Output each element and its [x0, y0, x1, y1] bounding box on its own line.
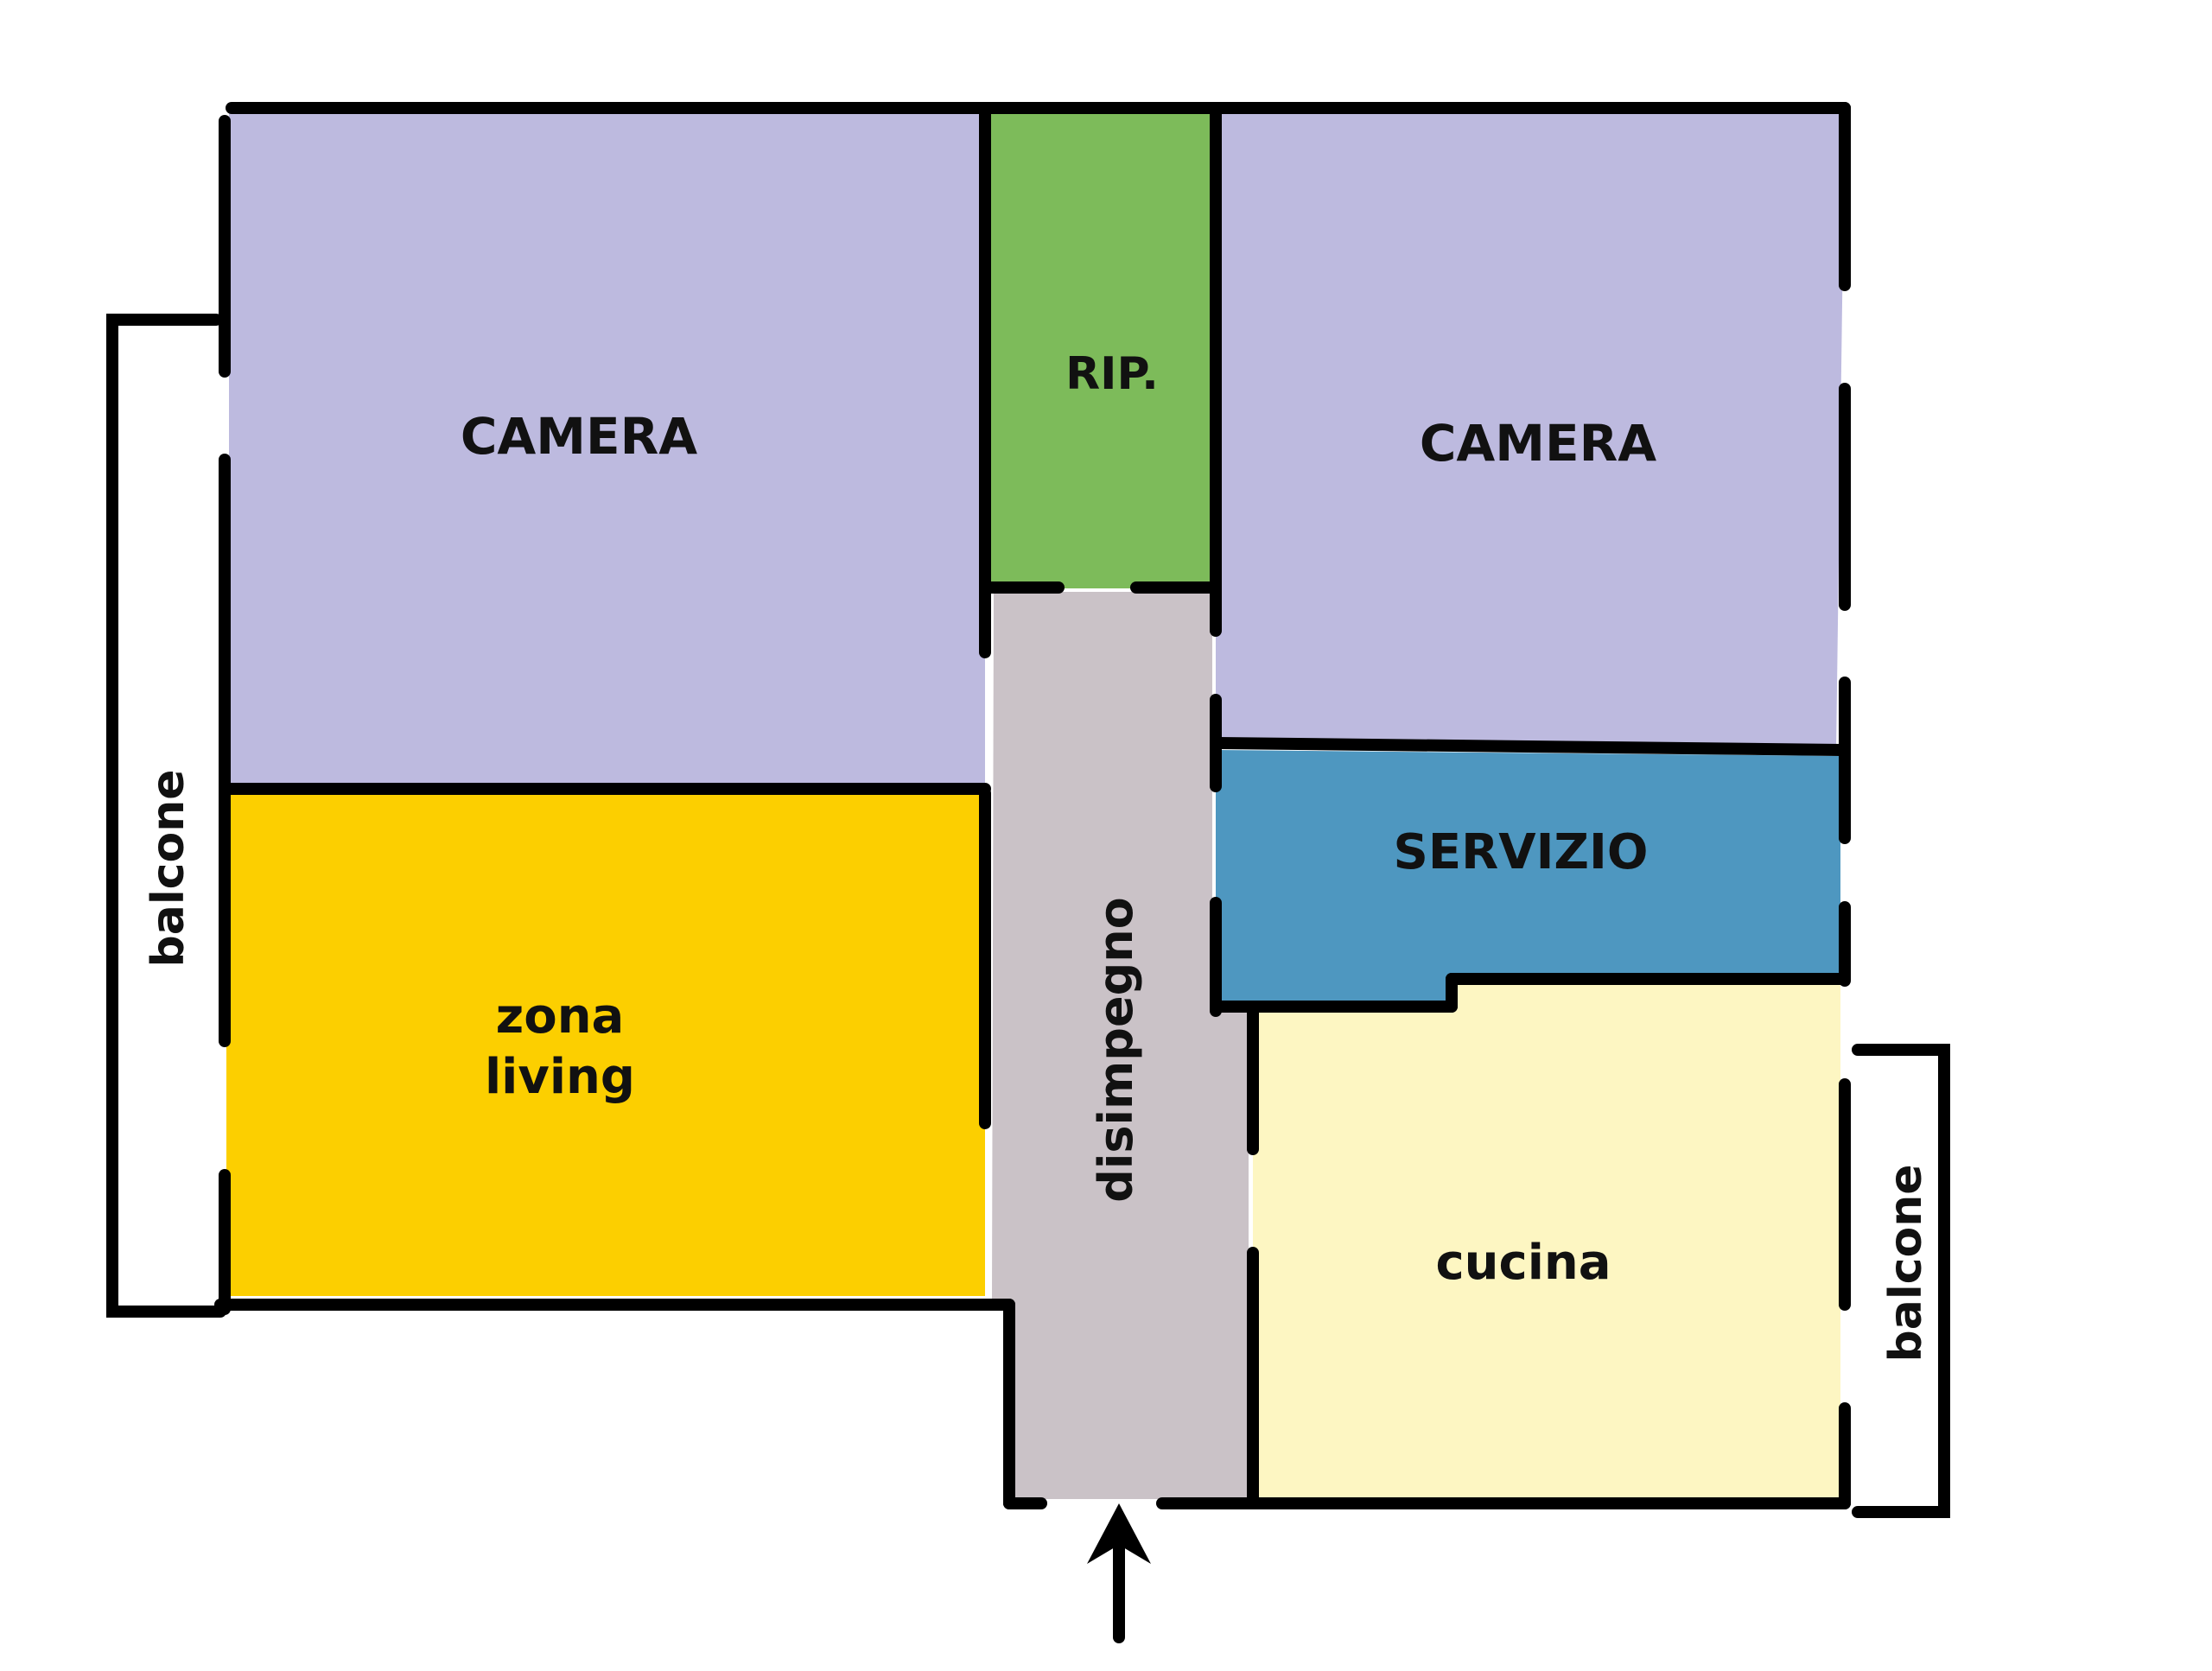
camera-left-room	[229, 111, 985, 789]
ripostiglio-room	[989, 111, 1212, 588]
cucina-room	[1253, 981, 1840, 1502]
zona-living-label-line1: zona	[496, 988, 625, 1045]
zona-living-room	[226, 793, 985, 1296]
disimpegno-room	[992, 592, 1249, 1499]
disimpegno-label: disimpegno	[1089, 897, 1143, 1203]
cucina-label: cucina	[1435, 1235, 1611, 1291]
camera-right-label: CAMERA	[1420, 414, 1656, 473]
balcone-right-label: balcone	[1880, 1165, 1932, 1363]
walls	[106, 102, 1950, 1518]
zona-living-label-line2: living	[485, 1049, 635, 1105]
servizio-room	[1216, 750, 1840, 1007]
camera-left-label: CAMERA	[461, 407, 697, 466]
servizio-label: SERVIZIO	[1394, 824, 1649, 880]
camera-right-room	[1216, 111, 1845, 752]
balcone-left-label: balcone	[143, 770, 194, 968]
arrow-up-icon	[1087, 1503, 1151, 1643]
ripostiglio-label: RIP.	[1065, 348, 1159, 400]
